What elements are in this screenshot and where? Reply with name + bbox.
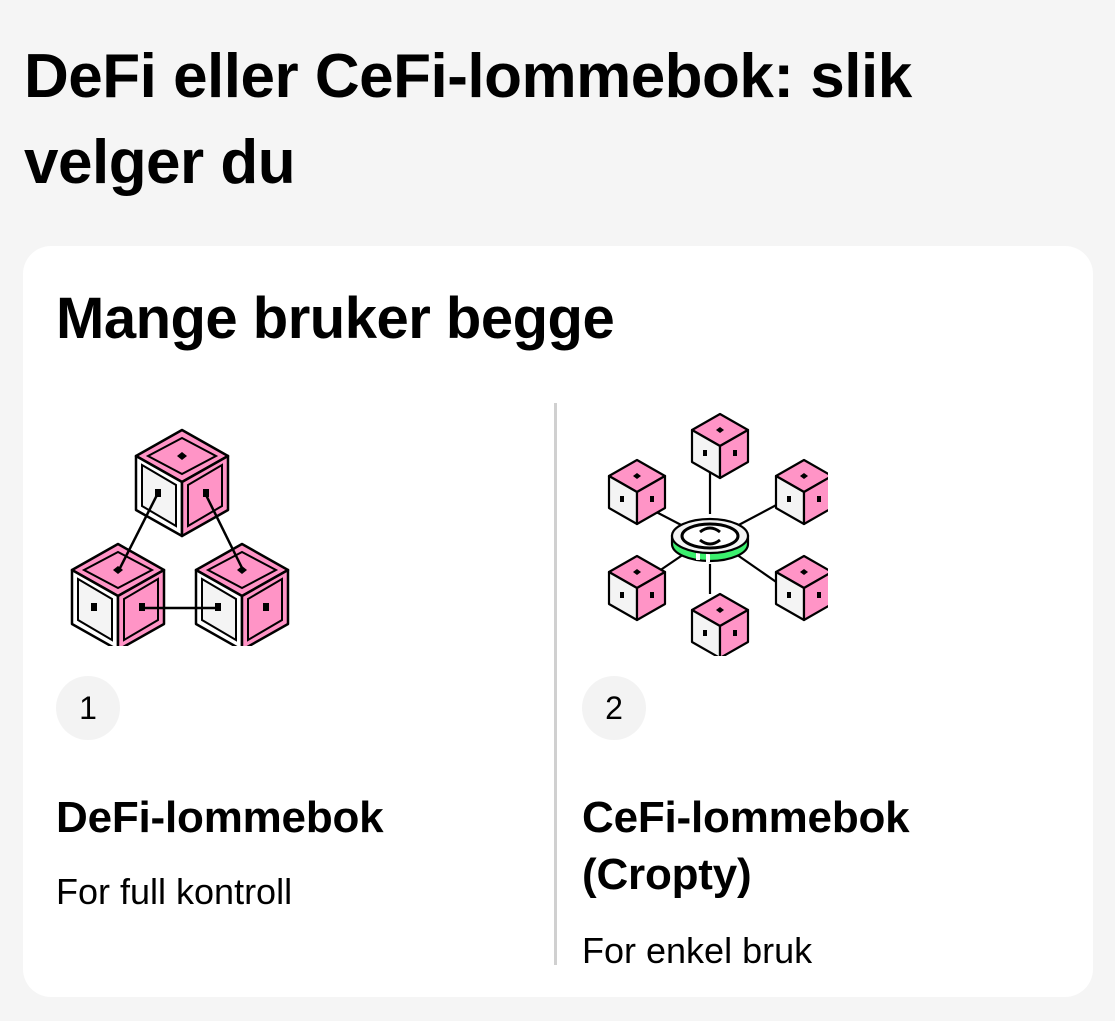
centralized-coin-hub-icon xyxy=(607,412,828,656)
step-number-badge: 2 xyxy=(582,676,646,740)
option-description: For full kontroll xyxy=(56,871,293,912)
option-cefi: 2 CeFi-lommebok (Cropty) For enkel bruk xyxy=(582,246,1062,997)
option-defi: 1 DeFi-lommebok For full kontroll xyxy=(56,246,536,997)
card-title: Mange bruker begge xyxy=(56,286,615,351)
option-title: CeFi-lommebok (Cropty) xyxy=(582,793,910,899)
decentralized-cubes-network-icon xyxy=(70,428,290,646)
column-divider xyxy=(554,403,557,965)
comparison-card: Mange bruker begge xyxy=(23,246,1093,997)
step-number-badge: 1 xyxy=(56,676,120,740)
option-description: For enkel bruk xyxy=(582,930,813,971)
option-title: DeFi-lommebok xyxy=(56,793,384,842)
page-title: DeFi eller CeFi-lommebok: slik velger du xyxy=(24,42,912,197)
